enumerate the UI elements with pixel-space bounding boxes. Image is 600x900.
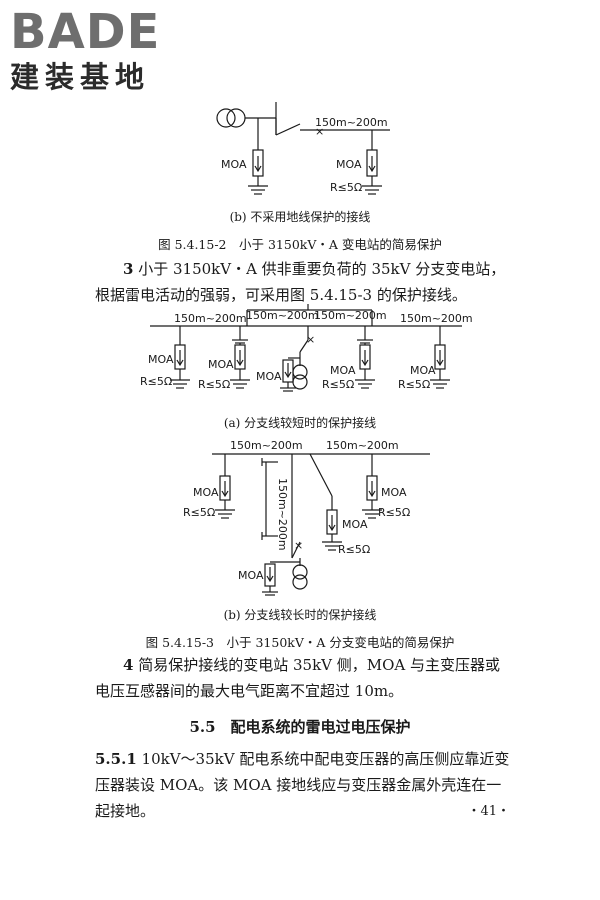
diagram-fig-5-4-15-2b: × 150m~200m MOA MOA R≤5Ω xyxy=(216,102,390,195)
span-label-right: 150m~200m xyxy=(400,312,473,325)
figure-caption: 图 5.4.15-3 小于 3150kV・A 分支变电站的简易保护 xyxy=(145,635,455,650)
logo-wordmark: BADE xyxy=(10,4,161,60)
figure-subcaption: (a) 分支线较短时的保护接线 xyxy=(223,416,377,430)
resistance-label: R≤5Ω xyxy=(378,506,410,519)
span-label-left: 150m~200m xyxy=(174,312,247,325)
transformer-symbol xyxy=(216,108,246,128)
moa-label: MOA xyxy=(342,518,368,531)
item-text: 小于 3150kV・A 供非重要负荷的 35kV 分支变电站，根据雷电活动的强弱… xyxy=(95,260,506,304)
cross-mark: × xyxy=(315,125,324,138)
paragraph-item-3: 3 小于 3150kV・A 供非重要负荷的 35kV 分支变电站，根据雷电活动的… xyxy=(95,256,515,308)
arrester-4 xyxy=(430,326,450,389)
item-number: 4 xyxy=(123,656,134,674)
clause-number: 5.5.1 xyxy=(95,750,137,768)
moa-label: MOA xyxy=(336,158,362,171)
resistance-label: R≤5Ω xyxy=(330,181,362,194)
cross-mark: × xyxy=(306,333,315,346)
moa-label: MOA xyxy=(381,486,407,499)
span-label-left: 150m~200m xyxy=(230,439,303,452)
moa-label: MOA xyxy=(238,569,264,582)
arrester-1 xyxy=(170,326,190,389)
resistance-label: R≤5Ω xyxy=(140,375,172,388)
logo-subtitle: 建装基地 xyxy=(10,60,151,94)
paragraph-item-4: 4 简易保护接线的变电站 35kV 侧，MOA 与主变压器或电压互感器间的最大电… xyxy=(95,652,515,704)
figure-subcaption: (b) 分支线较长时的保护接线 xyxy=(223,608,377,622)
resistance-label: R≤5Ω xyxy=(183,506,215,519)
clause-5-5-1: 5.5.1 10kV～35kV 配电系统中配电变压器的高压侧应靠近变压器装设 M… xyxy=(95,746,515,824)
arrester-2 xyxy=(230,343,250,389)
diagram-fig-5-4-15-3a: 150m~200m 150m~200m 150m~200m 150m~200m … xyxy=(140,304,473,392)
span-label-right: 150m~200m xyxy=(326,439,399,452)
figure-subcaption: (b) 不采用地线保护的接线 xyxy=(229,210,371,224)
cross-mark: × xyxy=(294,539,303,552)
item-text: 简易保护接线的变电站 35kV 侧，MOA 与主变压器或电压互感器间的最大电气距… xyxy=(95,656,501,700)
moa-label: MOA xyxy=(256,370,282,383)
span-label: 150m~200m xyxy=(315,116,388,129)
moa-label: MOA xyxy=(193,486,219,499)
arrester-3 xyxy=(355,343,375,389)
diagram-fig-5-4-15-3b: 150m~200m 150m~200m MOA R≤5Ω 150m~200m ×… xyxy=(183,439,430,596)
clause-text: 10kV～35kV 配电系统中配电变压器的高压侧应靠近变压器装设 MOA。该 M… xyxy=(95,750,510,820)
publisher-logo: BADE 建装基地 xyxy=(10,6,180,94)
moa-label: MOA xyxy=(410,364,436,377)
moa-label: MOA xyxy=(208,358,234,371)
moa-label: MOA xyxy=(148,353,174,366)
item-number: 3 xyxy=(123,260,134,278)
figure-caption: 图 5.4.15-2 小于 3150kV・A 变电站的简易保护 xyxy=(158,237,442,252)
section-title: 5.5 配电系统的雷电过电压保护 xyxy=(189,718,411,736)
resistance-label: R≤5Ω xyxy=(398,378,430,391)
moa-label: MOA xyxy=(330,364,356,377)
span-label-mid-right: 150m~200m xyxy=(314,309,387,322)
page-number: ・41・ xyxy=(467,804,510,819)
moa-label: MOA xyxy=(221,158,247,171)
resistance-label: R≤5Ω xyxy=(322,378,354,391)
span-label-mid-left: 150m~200m xyxy=(246,309,319,322)
span-label-vertical: 150m~200m xyxy=(276,478,289,551)
resistance-label: R≤5Ω xyxy=(338,543,370,556)
resistance-label: R≤5Ω xyxy=(198,378,230,391)
